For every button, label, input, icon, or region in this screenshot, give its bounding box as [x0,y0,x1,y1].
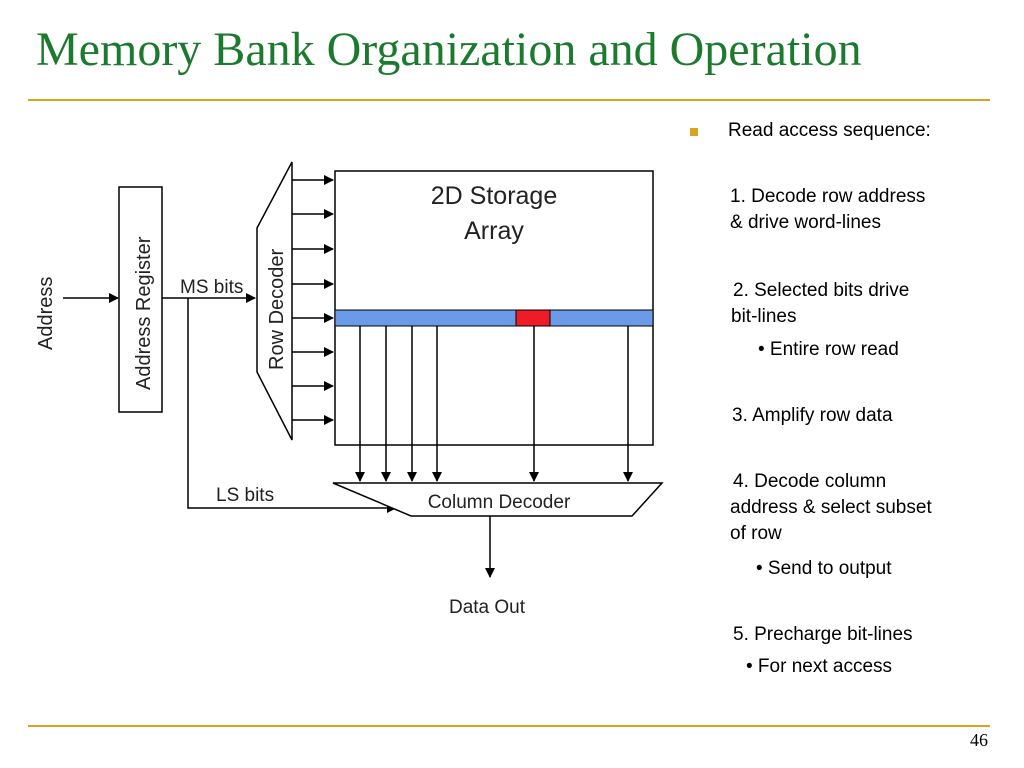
step-4-line-2: address & select subset [730,497,932,518]
step-2: 2. Selected bits drive bit-lines [731,278,909,330]
step-5-sub: • For next access [746,656,893,677]
row-decoder-label: Row Decoder [266,248,288,370]
step-4-sub: • Send to output [756,558,892,579]
step-1-line-2: & drive word-lines [730,212,881,233]
column-decoder-shape [332,482,664,517]
ms-bits-label: MS bits [180,277,243,298]
selected-row [334,309,654,327]
step-4: 4. Decode column address & select subset… [730,469,932,547]
step-5-line-1: 5. Precharge bit-lines [733,624,913,645]
step-1-line-1: 1. Decode row address [730,186,926,207]
step-4-line-3: of row [730,523,782,544]
step-2-sub: • Entire row read [758,339,899,360]
step-5: 5. Precharge bit-lines [733,622,913,648]
storage-array-title-line1: 2D Storage [431,182,557,210]
page-number: 46 [970,730,988,750]
storage-array-box [334,170,654,446]
footer-divider [28,725,990,727]
storage-array-title-line2: Array [464,217,524,245]
column-decoder-label: Column Decoder [428,492,571,513]
step-2-line-1: 2. Selected bits drive [733,280,910,301]
address-register-label: Address Register [133,236,155,390]
title-divider [28,99,990,101]
bit-line-arrows [355,326,633,482]
step-2-line-2: bit-lines [731,306,797,327]
slide-title: Memory Bank Organization and Operation [36,23,862,76]
selected-bit [515,309,551,327]
step-3: 3. Amplify row data [732,403,893,429]
word-line-arrows [292,175,334,425]
ls-bits-line [187,298,397,513]
bullet-heading: Read access sequence: [690,118,931,144]
step-1: 1. Decode row address & drive word-lines [730,184,925,236]
memory-bank-diagram: Address Address Register MS bits LS bits… [35,161,664,618]
address-register-box [118,186,163,413]
step-4-line-1: 4. Decode column [733,471,887,492]
row-decoder-shape [256,161,293,441]
step-3-line-1: 3. Amplify row data [732,405,893,426]
address-label: Address [35,277,57,350]
bullet-square-icon [690,128,698,136]
data-out-label: Data Out [449,597,526,618]
ls-bits-label: LS bits [216,485,274,506]
bullet-heading-text: Read access sequence: [728,120,931,141]
